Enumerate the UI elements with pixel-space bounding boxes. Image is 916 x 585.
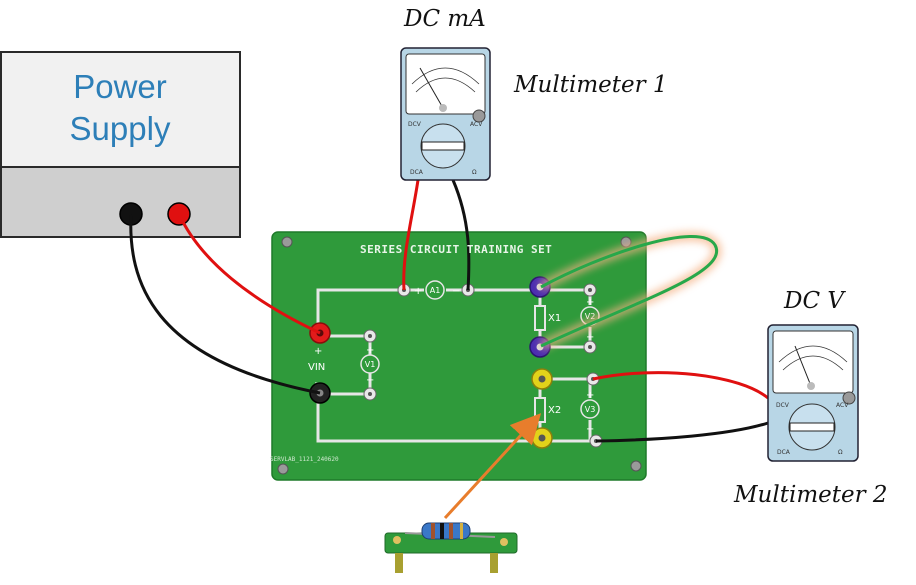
ammeter-minus: − bbox=[452, 286, 460, 297]
meter2-acv: ACV bbox=[836, 402, 849, 409]
wire-ps-negative bbox=[129, 213, 321, 395]
multimeter-1: DCV ACV DCA Ω bbox=[400, 47, 491, 181]
meter1-name: Multimeter 1 bbox=[514, 72, 668, 98]
multimeter-2: DCV ACV DCA Ω bbox=[767, 324, 859, 462]
meter2-name: Multimeter 2 bbox=[734, 482, 888, 508]
ammeter-plus: + bbox=[414, 286, 422, 297]
wire-m1-to-a1-minus bbox=[451, 179, 471, 291]
label-x2: X2 bbox=[548, 405, 561, 416]
resistor-x2-symbol bbox=[534, 397, 546, 423]
meter2-dca: DCA bbox=[777, 449, 791, 456]
wire-ps-positive bbox=[177, 213, 321, 335]
board-screw bbox=[281, 236, 293, 248]
label-vin: VIN bbox=[308, 362, 325, 373]
board-title: SERIES CIRCUIT TRAINING SET bbox=[360, 243, 553, 256]
voltmeter-v3-symbol bbox=[580, 399, 600, 419]
v3-minus: − bbox=[586, 424, 594, 435]
v1-plus: + bbox=[366, 345, 374, 356]
meter1-ohm: Ω bbox=[472, 169, 477, 176]
label-x1: X1 bbox=[548, 313, 561, 324]
voltmeter-v1-symbol bbox=[360, 354, 380, 374]
meter2-zero-knob bbox=[842, 391, 856, 405]
power-supply bbox=[0, 51, 241, 238]
meter1-dca: DCA bbox=[410, 169, 424, 176]
resistor-x1-symbol bbox=[534, 305, 546, 331]
meter2-dcv: DCV bbox=[776, 402, 790, 409]
v2-plus: + bbox=[586, 297, 594, 308]
power-supply-title-line1: Power bbox=[73, 68, 167, 105]
meter1-selector-knob bbox=[421, 141, 465, 151]
wire-m2-to-v3-minus bbox=[595, 421, 769, 443]
ammeter-symbol bbox=[424, 280, 446, 300]
meter1-zero-knob bbox=[472, 109, 486, 123]
wire-m2-to-v3-plus bbox=[592, 371, 769, 400]
label-v1: V1 bbox=[365, 360, 376, 369]
label-v3: V3 bbox=[585, 405, 596, 414]
v1-minus: − bbox=[366, 375, 374, 386]
pointer-arrow bbox=[443, 413, 542, 520]
meter2-mode-label: DC V bbox=[784, 288, 844, 314]
resistor-module bbox=[384, 522, 518, 573]
label-a1: A1 bbox=[430, 286, 441, 295]
board-screw bbox=[630, 460, 642, 472]
meter2-selector-knob bbox=[789, 422, 835, 432]
meter2-needle bbox=[794, 345, 812, 387]
meter1-dcv: DCV bbox=[408, 121, 422, 128]
power-supply-title-line2: Supply bbox=[69, 110, 171, 147]
jumper-wire bbox=[540, 235, 719, 348]
board-serial: SERVLAB_1121_240620 bbox=[270, 456, 339, 463]
board-screw bbox=[277, 463, 289, 475]
meter1-acv: ACV bbox=[470, 121, 483, 128]
wire-m1-to-a1-plus bbox=[402, 179, 420, 291]
v3-plus: + bbox=[586, 390, 594, 401]
v2-minus: − bbox=[586, 332, 594, 343]
meter1-mode-label: DC mA bbox=[404, 6, 486, 32]
training-board: A1 V1 V2 V3 X1 X2 VIN + − + − + − + − + … bbox=[271, 231, 647, 481]
meter1-needle bbox=[419, 67, 444, 109]
vin-plus: + bbox=[314, 346, 322, 357]
meter2-ohm: Ω bbox=[838, 449, 843, 456]
label-v2: V2 bbox=[585, 312, 596, 321]
